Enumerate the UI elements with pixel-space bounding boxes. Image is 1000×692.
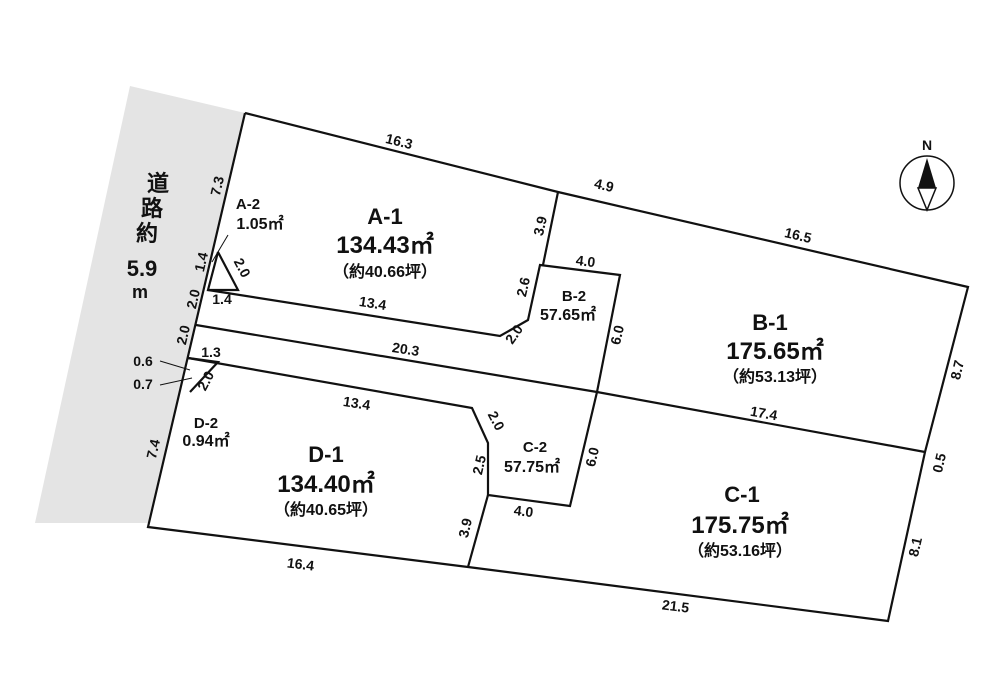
lot-b1-name: B-1 [752,310,787,335]
dim-lane-top: 20.3 [391,339,421,359]
lot-a1-tsubo: （約40.66坪） [333,262,437,281]
dim-lane-a-edge: 13.4 [358,293,388,313]
lot-a2-name: A-2 [236,196,260,213]
lot-d2-name: D-2 [194,415,218,432]
lot-d1-tsubo: （約40.65坪） [274,500,378,519]
dim-setback-a: 1.4 [212,291,232,307]
lot-a1-area: 134.43㎡ [336,231,433,259]
dim-lane-d-edge: 13.4 [342,393,372,413]
lot-d1-name: D-1 [308,442,343,467]
dim-small-06: 0.6 [133,353,153,369]
d1-c1-divider [466,494,490,568]
lot-c1-area: 175.75㎡ [691,511,788,539]
lot-boundaries [146,111,970,623]
road-area: 道 路 約 5.9 m [35,86,245,523]
road-label-char-2: 路 [141,196,164,221]
dim-c2-right: 6.0 [582,445,602,468]
dim-left-a2: 1.4 [191,250,211,273]
compass-south-half [916,187,938,212]
dim-d1-c-step: 3.9 [455,516,475,539]
north-arrow-icon: N [899,137,955,212]
dim-a1-chamfer: 2.0 [502,321,526,346]
dim-small-07: 0.7 [133,376,153,392]
dim-left-d: 7.4 [143,437,163,460]
d2-leader-top [159,360,191,371]
d2-triangle [187,356,221,393]
dim-bottom-d: 16.4 [286,554,315,573]
lot-b2-area: 57.65㎡ [540,305,596,324]
road-label-char-3: 約 [136,221,158,246]
lot-d2-area: 0.94㎡ [182,431,229,450]
lot-labels: A-1 134.43㎡ （約40.66坪） A-2 1.05㎡ B-1 175.… [182,196,827,560]
road-label-char-1: 道 [147,171,169,196]
lot-b1-tsubo: （約53.13坪） [723,367,827,386]
d2-leader-bottom [159,377,193,386]
dim-chamfer-a2: 2.0 [231,255,254,280]
dim-bottom-c: 21.5 [661,596,690,615]
lot-a1-name: A-1 [367,204,402,229]
dim-d1-chamfer: 2.0 [485,408,508,433]
dim-right-b: 8.7 [947,358,967,381]
dimension-labels: 16.3 4.9 16.5 8.7 0.5 8.1 21.5 16.4 7.3 … [133,130,967,616]
dim-left-lane-d: 2.0 [173,323,193,346]
a1-b1-divider [541,191,560,266]
lot-c2-area: 57.75㎡ [504,457,560,476]
dim-top-a: 16.3 [384,130,415,152]
compass-label: N [922,137,932,153]
dim-setback-d: 1.3 [201,344,221,360]
lane-top-edge [207,263,622,393]
road-fill [35,86,245,523]
dim-top-b: 16.5 [783,224,813,246]
lot-d1-area: 134.40㎡ [277,470,374,498]
compass-north-half [918,158,936,188]
outer-boundary [146,111,970,623]
dim-lane-bottom: 17.4 [749,403,779,424]
road-width-value: 5.9 [127,256,158,281]
dim-right-mid: 0.5 [929,451,949,474]
lot-b2-name: B-2 [562,288,586,305]
lot-c2-name: C-2 [523,439,547,456]
dim-a1-b2-step: 2.6 [513,275,533,298]
a2-triangle [206,251,240,292]
dim-top-mid: 4.9 [593,175,616,195]
dim-d1-c2-step: 2.5 [469,453,489,476]
road-width-unit: m [132,282,148,302]
dim-left-a: 7.3 [207,174,227,197]
dim-b2-right: 6.0 [607,323,627,346]
dim-a1-b-step: 3.9 [530,214,550,237]
lane-bottom-edge [187,356,599,508]
lot-c1-tsubo: （約53.16坪） [688,541,792,560]
lot-c1-name: C-1 [724,482,759,507]
lot-b1-area: 175.65㎡ [726,337,823,365]
dim-left-lane-a: 2.0 [183,287,203,310]
dim-chamfer-d2: 2.0 [194,368,217,393]
lot-a2-area: 1.05㎡ [236,214,283,233]
a2-leader [211,234,229,263]
dim-b2-top: 4.0 [575,252,596,270]
dim-c2-bottom: 4.0 [513,502,534,520]
dim-right-c: 8.1 [905,535,925,558]
